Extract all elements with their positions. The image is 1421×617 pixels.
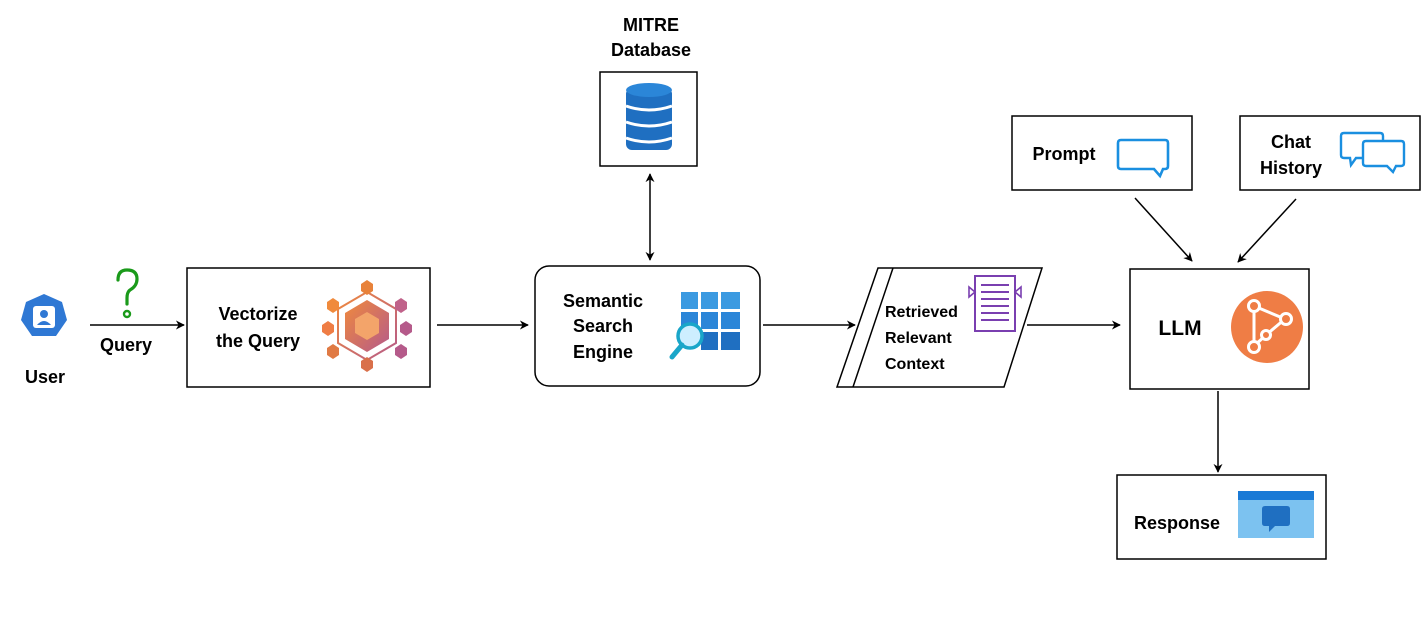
prompt-box bbox=[1011, 115, 1193, 191]
search-node: Semantic Search Engine bbox=[534, 265, 761, 387]
vectorize-box bbox=[186, 267, 431, 388]
prompt-label: Prompt bbox=[1033, 144, 1096, 164]
search-label-line1: Semantic bbox=[563, 291, 643, 311]
llm-label: LLM bbox=[1158, 317, 1201, 340]
context-label-line2: Relevant bbox=[885, 330, 952, 347]
database-node: MITRE Database bbox=[599, 15, 698, 167]
prompt-node: Prompt bbox=[1011, 115, 1193, 191]
query-node: Query bbox=[100, 268, 152, 355]
context-parallelogram bbox=[835, 267, 1044, 388]
history-label-line1: Chat bbox=[1271, 132, 1311, 152]
user-node: User bbox=[21, 294, 67, 387]
context-label-line1: Retrieved bbox=[885, 304, 958, 321]
response-label: Response bbox=[1134, 513, 1220, 533]
response-window-icon bbox=[1238, 491, 1314, 538]
response-node: Response bbox=[1116, 474, 1327, 560]
user-label: User bbox=[25, 367, 65, 387]
chat-bubble-icon bbox=[1116, 138, 1170, 179]
database-label-line2: Database bbox=[611, 40, 691, 60]
vector-hexagon-icon bbox=[322, 280, 412, 372]
vectorize-label-line1: Vectorize bbox=[218, 304, 297, 324]
question-mark-icon bbox=[116, 268, 139, 319]
user-icon bbox=[21, 294, 67, 336]
vectorize-node: Vectorize the Query bbox=[186, 267, 431, 388]
history-node: Chat History bbox=[1239, 115, 1421, 191]
database-icon bbox=[625, 83, 673, 150]
grid-search-icon bbox=[669, 292, 740, 360]
llm-node: LLM bbox=[1129, 268, 1310, 390]
document-icon bbox=[968, 275, 1022, 332]
context-label-line3: Context bbox=[885, 356, 945, 373]
vectorize-label-line2: the Query bbox=[216, 331, 300, 351]
database-label-line1: MITRE bbox=[623, 15, 679, 35]
search-label-line2: Search bbox=[573, 316, 633, 336]
search-label-line3: Engine bbox=[573, 342, 633, 362]
arrow-history-to-llm bbox=[1237, 198, 1297, 263]
context-node: Retrieved Relevant Context bbox=[835, 267, 1044, 388]
connectors bbox=[90, 173, 1297, 473]
arrow-prompt-to-llm bbox=[1134, 197, 1193, 262]
history-label-line2: History bbox=[1260, 158, 1322, 178]
chat-bubbles-icon bbox=[1339, 131, 1406, 175]
query-label: Query bbox=[100, 335, 152, 355]
llm-network-icon bbox=[1231, 291, 1303, 363]
